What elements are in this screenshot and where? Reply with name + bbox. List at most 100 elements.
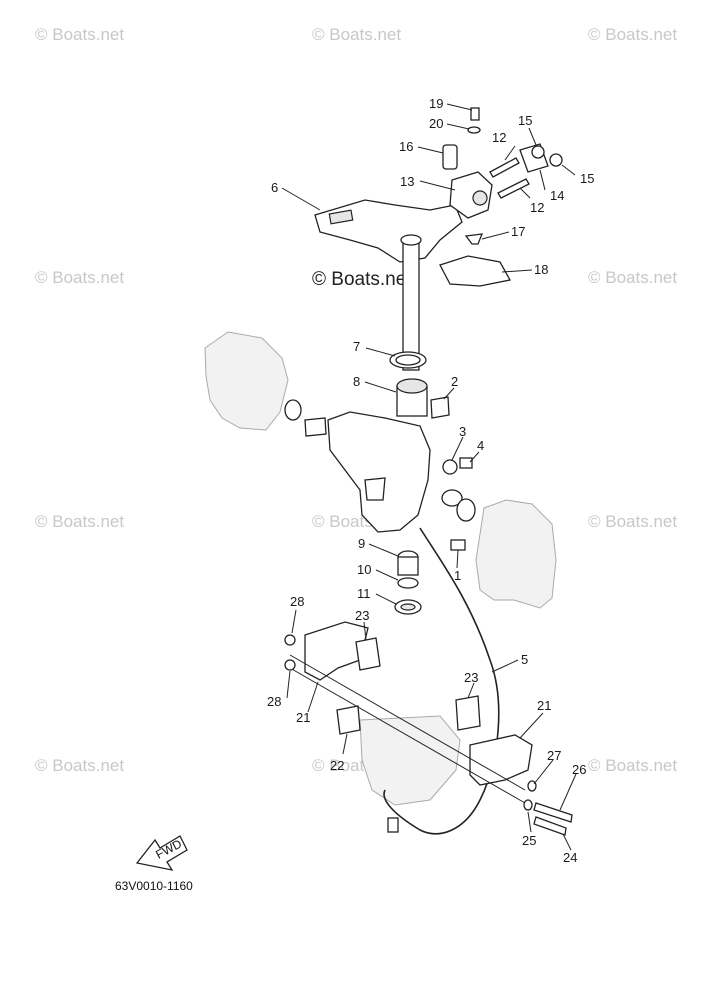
leader-line xyxy=(446,103,473,111)
part-label: 8 xyxy=(353,374,360,389)
leader-line xyxy=(375,569,399,581)
seal-11-inner xyxy=(400,603,416,611)
part-label: 11 xyxy=(357,586,371,601)
nut-3 xyxy=(442,459,458,475)
leader-line xyxy=(519,712,544,739)
bushing-9-body xyxy=(397,556,419,576)
leader-line xyxy=(559,773,577,811)
bracket-13-hole xyxy=(472,190,488,206)
washer-right xyxy=(456,498,476,522)
part-label: 25 xyxy=(522,833,536,848)
leader-line xyxy=(451,436,464,461)
watermark: © Boats.net xyxy=(588,512,677,531)
part-label: 16 xyxy=(399,139,413,154)
bracket-13 xyxy=(449,171,493,219)
swivel-assembly xyxy=(284,351,476,615)
leader-line xyxy=(364,381,397,393)
part-label: 28 xyxy=(290,594,304,609)
mount-rod-lower xyxy=(289,667,526,804)
part-label: 28 xyxy=(267,694,281,709)
leader-line xyxy=(443,387,455,400)
stud-bolt-12a xyxy=(489,157,520,178)
leader-line xyxy=(456,549,459,569)
leader-lines xyxy=(281,103,577,851)
leader-line xyxy=(365,347,396,357)
watermark: © Boats.net xyxy=(35,25,124,44)
rubber-mount-23b xyxy=(455,695,481,731)
grounding-bolt-1 xyxy=(450,539,466,551)
part-label: 10 xyxy=(357,562,371,577)
watermark: © Boats.net xyxy=(35,268,124,287)
leader-line xyxy=(417,146,444,154)
part-label: 9 xyxy=(358,536,365,551)
leader-line xyxy=(504,145,516,161)
leader-line xyxy=(307,681,319,713)
part-label: 21 xyxy=(296,710,310,725)
part-labels: 19 20 16 13 6 12 15 15 14 12 17 18 7 8 2… xyxy=(267,96,594,865)
bushing-left xyxy=(304,417,327,437)
watermarks: © Boats.net © Boats.net © Boats.net © Bo… xyxy=(35,25,677,775)
leader-line xyxy=(481,231,510,240)
lower-mount-assembly xyxy=(284,621,573,836)
bushing-8-top xyxy=(396,378,428,394)
part-label: 21 xyxy=(537,698,551,713)
leader-line xyxy=(375,593,397,605)
mount-housing-21a xyxy=(304,621,369,681)
part-label: 2 xyxy=(451,374,458,389)
right-clamp-bracket xyxy=(475,499,557,609)
part-label: 15 xyxy=(580,171,594,186)
part-label: 20 xyxy=(429,116,443,131)
bolt-4 xyxy=(459,457,473,469)
watermark: © Boats.net xyxy=(588,25,677,44)
bushing-right xyxy=(441,489,463,507)
leader-line xyxy=(291,609,297,634)
part-label: 23 xyxy=(355,608,369,623)
watermark-main: © Boats.net xyxy=(312,269,412,290)
part-label: 18 xyxy=(534,262,548,277)
leader-line xyxy=(501,269,533,273)
o-ring-10 xyxy=(397,577,419,589)
fwd-arrow-icon xyxy=(135,835,188,871)
bolt-26 xyxy=(533,802,573,823)
steering-assembly xyxy=(314,199,463,371)
steering-shaft-top xyxy=(400,234,422,246)
leader-line xyxy=(528,127,537,146)
washer-left xyxy=(284,399,302,421)
nut-15a xyxy=(531,145,545,159)
swivel-bracket-tab xyxy=(364,477,386,501)
part-label: 26 xyxy=(572,762,586,777)
leader-line xyxy=(363,621,367,641)
steering-arm-slot xyxy=(328,209,354,225)
watermark: © Boats.net xyxy=(312,25,401,44)
washer-7-inner xyxy=(395,354,421,366)
leader-line xyxy=(533,759,554,785)
swivel-bracket xyxy=(327,411,431,533)
rubber-mount-23a xyxy=(355,637,381,671)
leader-line xyxy=(561,164,576,176)
part-label: 27 xyxy=(547,748,561,763)
watermark: © Boats.net xyxy=(35,512,124,531)
lower-casing-shadow xyxy=(359,715,461,806)
nut-15b xyxy=(549,153,563,167)
screw-bottom xyxy=(387,817,399,833)
part-label: 19 xyxy=(429,96,443,111)
steering-arm xyxy=(314,199,463,263)
part-label: 23 xyxy=(464,670,478,685)
leader-line xyxy=(446,123,470,130)
plate-18 xyxy=(439,255,512,287)
part-label: 4 xyxy=(477,438,484,453)
bolt-28b xyxy=(284,659,296,671)
part-label: 12 xyxy=(492,130,506,145)
stud-bolt-12b xyxy=(497,178,530,199)
part-label: 17 xyxy=(511,224,525,239)
watermark: © Boats.net xyxy=(588,756,677,775)
leader-line xyxy=(286,670,291,699)
part-label: 22 xyxy=(330,758,344,773)
washer-25 xyxy=(523,799,533,811)
steering-shaft xyxy=(402,239,420,371)
clip-2 xyxy=(430,396,450,419)
part-label: 24 xyxy=(563,850,577,865)
part-label: 12 xyxy=(530,200,544,215)
leader-line xyxy=(491,659,519,673)
